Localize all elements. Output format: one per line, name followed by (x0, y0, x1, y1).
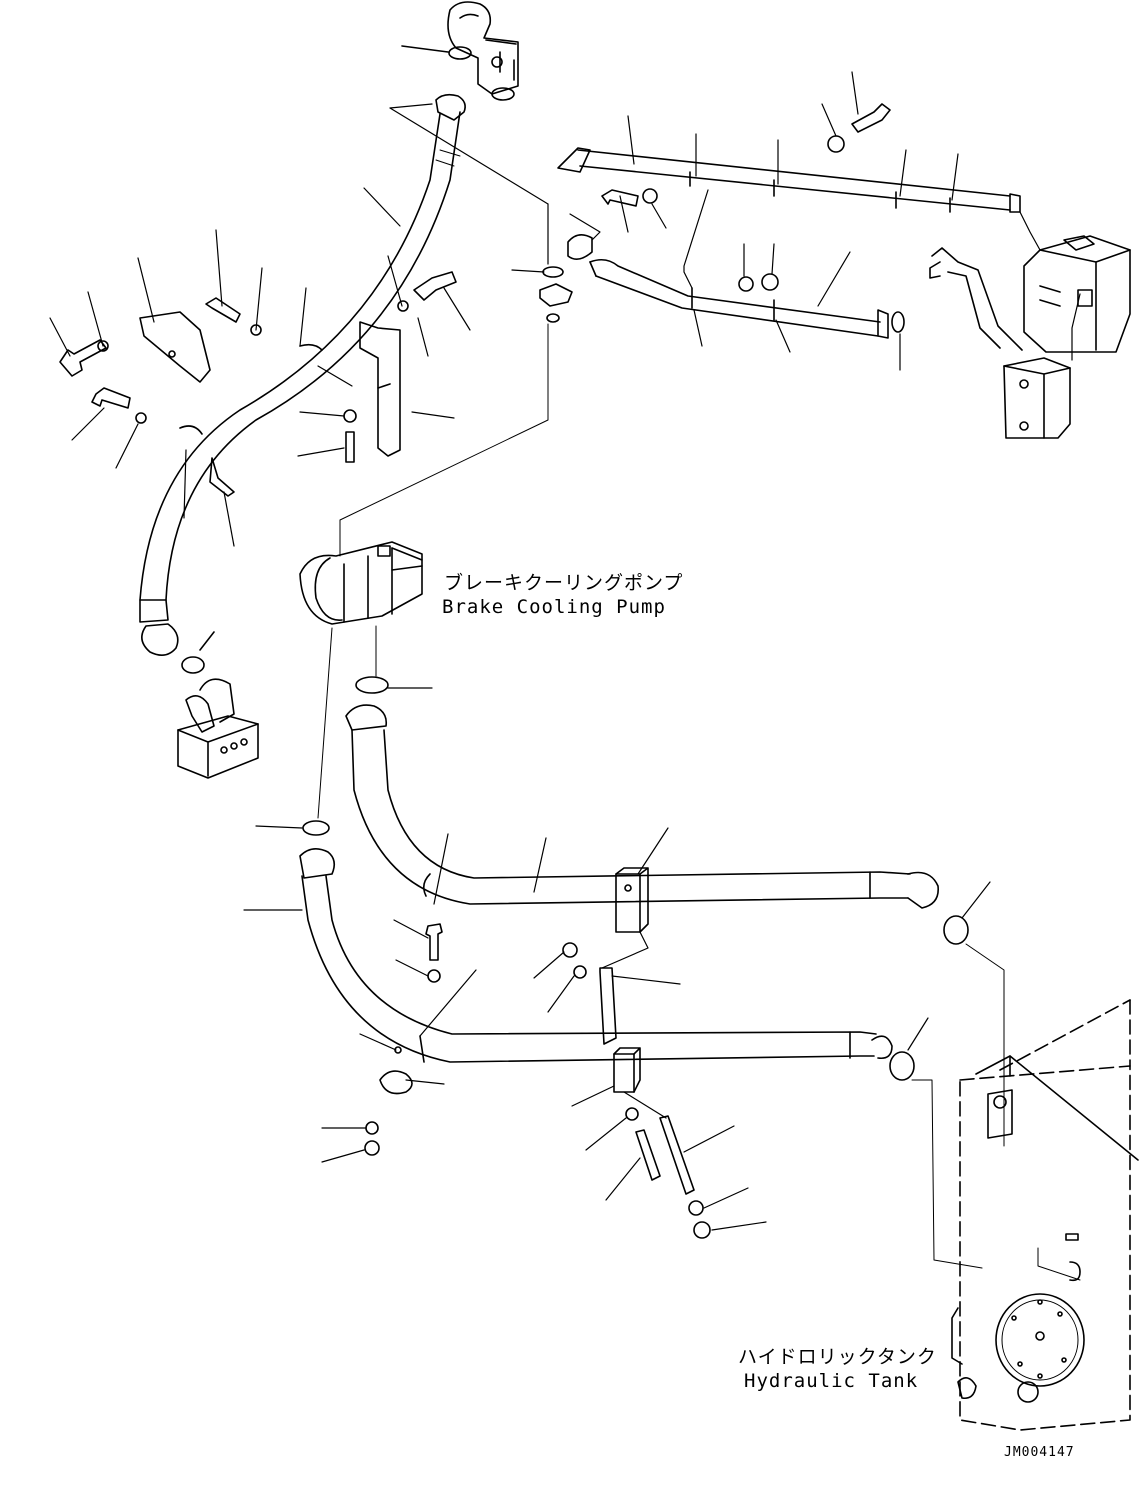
o-ring-right (891, 311, 905, 333)
o-ring-tank-2 (889, 1051, 915, 1081)
nut-right-1 (738, 276, 754, 292)
angled-tube-right (929, 247, 1023, 351)
flange-center (539, 283, 573, 307)
bolt-right-1 (601, 189, 639, 207)
nut-right-2 (761, 273, 779, 291)
hydraulic-tank (951, 999, 1139, 1431)
valve-block-upper-right (1023, 235, 1131, 353)
washer-lower-1 (427, 969, 441, 983)
washer-mid-3 (343, 409, 357, 423)
long-bolt-2 (659, 1115, 695, 1195)
o-ring-lower-left (181, 656, 205, 674)
hydraulic-tank-label-jp: ハイドロリックタンク (738, 1346, 937, 1368)
bolt-lower-1 (425, 923, 443, 961)
lower-hose-upper (345, 704, 939, 933)
o-ring-top-2 (491, 87, 515, 101)
upper-right-tube (557, 147, 1021, 213)
washer-lower-4 (625, 1107, 639, 1121)
bracket-lower (599, 967, 617, 1045)
bracket-vertical (359, 321, 401, 457)
brake-cooling-pump-label-jp: ブレーキクーリングポンプ (444, 572, 684, 594)
bolt-mid-3 (345, 431, 355, 463)
valve-block-left (177, 678, 259, 779)
o-ring-tank-1 (943, 915, 969, 945)
o-ring-lower-1 (302, 820, 330, 836)
washer-right-1 (642, 188, 658, 204)
bolt-mid-1 (205, 297, 241, 323)
bolt-right-2 (851, 103, 891, 133)
washer-lower-5 (688, 1200, 704, 1216)
o-ring-center-1 (542, 266, 564, 278)
nut-lower-2 (364, 1140, 380, 1156)
o-ring-top-1 (448, 46, 472, 60)
valve-block-lower-right (1003, 357, 1071, 439)
o-ring-pump-outlet (355, 676, 389, 694)
washer-mid-2 (397, 300, 409, 312)
bolt-left-1 (59, 339, 107, 377)
washer-left-2 (135, 412, 147, 424)
washer-right-2 (827, 135, 845, 153)
brake-cooling-pump (299, 541, 423, 625)
clamp-band (379, 1070, 413, 1095)
washer-lower-2 (573, 965, 587, 979)
elbow-fitting-right (567, 234, 593, 260)
bracket-left (139, 311, 211, 383)
clip-left (209, 457, 235, 497)
brake-cooling-pump-label-en: Brake Cooling Pump (442, 596, 666, 618)
nut-lower-3 (693, 1221, 711, 1239)
lower-right-tube (589, 258, 889, 339)
washer-left-1 (97, 340, 109, 352)
long-bolt-1 (635, 1129, 661, 1181)
o-ring-center-2 (546, 313, 560, 323)
washer-lower-3 (365, 1121, 379, 1135)
bolt-mid-2 (413, 271, 457, 301)
drawing-code: JM004147 (1004, 1445, 1075, 1460)
upper-left-hose (139, 93, 466, 656)
lower-hose-lower (299, 848, 893, 1093)
top-elbow-fitting (447, 1, 519, 95)
hydraulic-tank-label-en: Hydraulic Tank (744, 1370, 919, 1392)
bolt-left-2 (91, 387, 131, 409)
nut-lower-1 (562, 942, 578, 958)
